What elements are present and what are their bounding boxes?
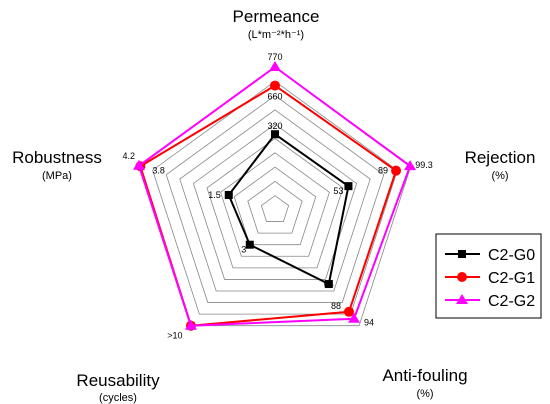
grid-ring — [138, 66, 412, 327]
legend-marker-c2-g0 — [458, 250, 466, 258]
value-label-c2-g2-1: 770 — [267, 52, 282, 62]
axis-title-permeance: Permeance — [233, 7, 320, 26]
grid-ring — [233, 166, 317, 246]
series-c2-g0 — [224, 130, 353, 289]
value-labels: 320 53 64 3 1.5 660 89 88 3.8 770 99.3 94 >10 4.2 — [122, 52, 432, 341]
axis-unit-permeance: (L*m⁻²*h⁻¹) — [248, 29, 304, 41]
axis-title-antifouling: Anti-fouling — [382, 366, 467, 385]
axis-unit-reusability: (cycles) — [99, 392, 137, 404]
point-c2-g2-5 — [132, 159, 145, 170]
legend-marker-c2-g2 — [456, 294, 468, 304]
point-c2-g2-4 — [184, 319, 197, 330]
point-c2-g0-2 — [344, 182, 353, 191]
grid-ring — [260, 195, 290, 222]
value-label-c2-g0-2: 53 — [333, 186, 343, 196]
legend-item-c2-g0: C2-G0 — [445, 247, 535, 264]
value-label-c2-g0-4: 3 — [241, 245, 246, 255]
series-layer — [132, 61, 417, 331]
point-c2-g1-3 — [343, 306, 354, 317]
value-label-c2-g2-3: 94 — [364, 318, 374, 328]
legend-label-c2-g1: C2-G1 — [488, 270, 535, 287]
legend: C2-G0 C2-G1 C2-G2 — [435, 233, 542, 319]
axis-title-robustness: Robustness — [12, 148, 102, 167]
point-c2-g0-1 — [271, 130, 279, 139]
value-label-c2-g1-5: 3.8 — [152, 165, 165, 175]
axis-unit-rejection: (%) — [491, 170, 508, 182]
legend-label-c2-g0: C2-G0 — [488, 247, 535, 264]
point-c2-g0-4 — [245, 240, 254, 249]
point-c2-g2-2 — [404, 160, 417, 171]
axis-title-rejection: Rejection — [465, 148, 536, 167]
value-label-c2-g2-2: 99.3 — [415, 160, 433, 170]
grid-ring — [192, 123, 358, 280]
value-label-c2-g2-5: 4.2 — [122, 151, 135, 161]
grid-ring — [165, 95, 385, 303]
value-label-c2-g1-3: 88 — [331, 301, 341, 311]
value-label-c2-g2-4: >10 — [167, 331, 182, 341]
point-c2-g2-1 — [269, 61, 281, 71]
point-c2-g2-3 — [348, 312, 361, 323]
value-label-c2-g0-5: 1.5 — [208, 190, 221, 200]
value-label-c2-g1-1: 660 — [267, 92, 282, 102]
legend-item-c2-g2: C2-G2 — [445, 293, 535, 310]
grid-ring — [206, 138, 344, 269]
point-c2-g1-2 — [391, 165, 402, 176]
legend-label-c2-g2: C2-G2 — [488, 293, 535, 310]
grid-ring — [247, 180, 303, 234]
series-line-c2-g2 — [137, 65, 412, 327]
point-c2-g0-3 — [324, 280, 333, 289]
value-label-c2-g1-2: 89 — [378, 166, 388, 176]
series-line-c2-g0 — [227, 132, 350, 286]
radar-grid — [138, 66, 412, 327]
point-c2-g1-1 — [270, 80, 280, 91]
series-line-c2-g1 — [139, 84, 398, 327]
axis-unit-robustness: (MPa) — [42, 170, 72, 182]
legend-item-c2-g1: C2-G1 — [445, 270, 535, 287]
grid-ring — [152, 80, 398, 315]
axis-unit-antifouling: (%) — [416, 388, 433, 400]
series-c2-g2 — [132, 61, 417, 330]
value-label-c2-g0-3: 64 — [324, 279, 334, 289]
value-label-c2-g0-1: 320 — [267, 121, 282, 131]
axis-title-reusability: Reusability — [76, 371, 160, 390]
point-c2-g0-5 — [224, 190, 233, 199]
grid-ring — [179, 109, 371, 292]
legend-marker-c2-g1 — [457, 272, 467, 282]
